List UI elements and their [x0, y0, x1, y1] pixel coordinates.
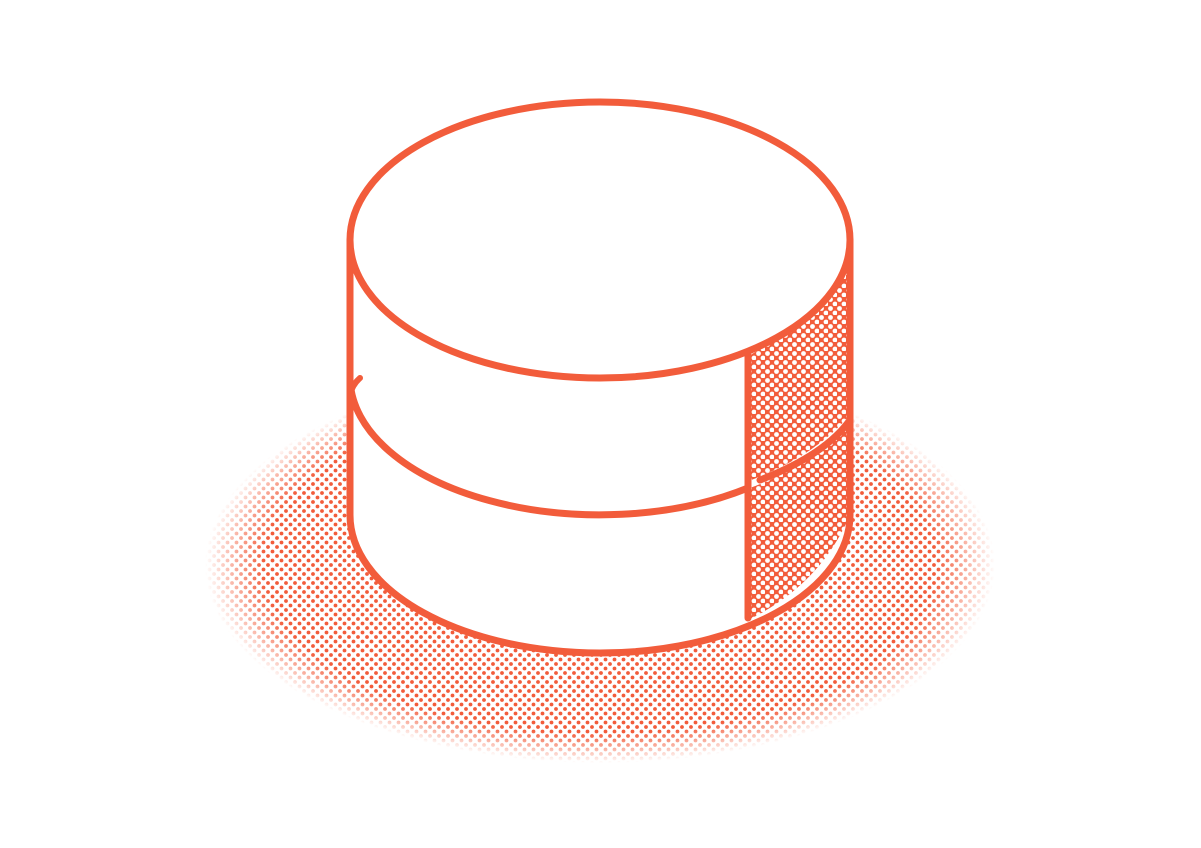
left-lip — [347, 375, 363, 398]
cylinder-outline — [346, 236, 854, 657]
middle-ring-right — [756, 416, 854, 484]
cylinder-top — [346, 98, 854, 382]
middle-ring — [346, 376, 752, 519]
cylinder-shaded-side — [748, 270, 850, 620]
